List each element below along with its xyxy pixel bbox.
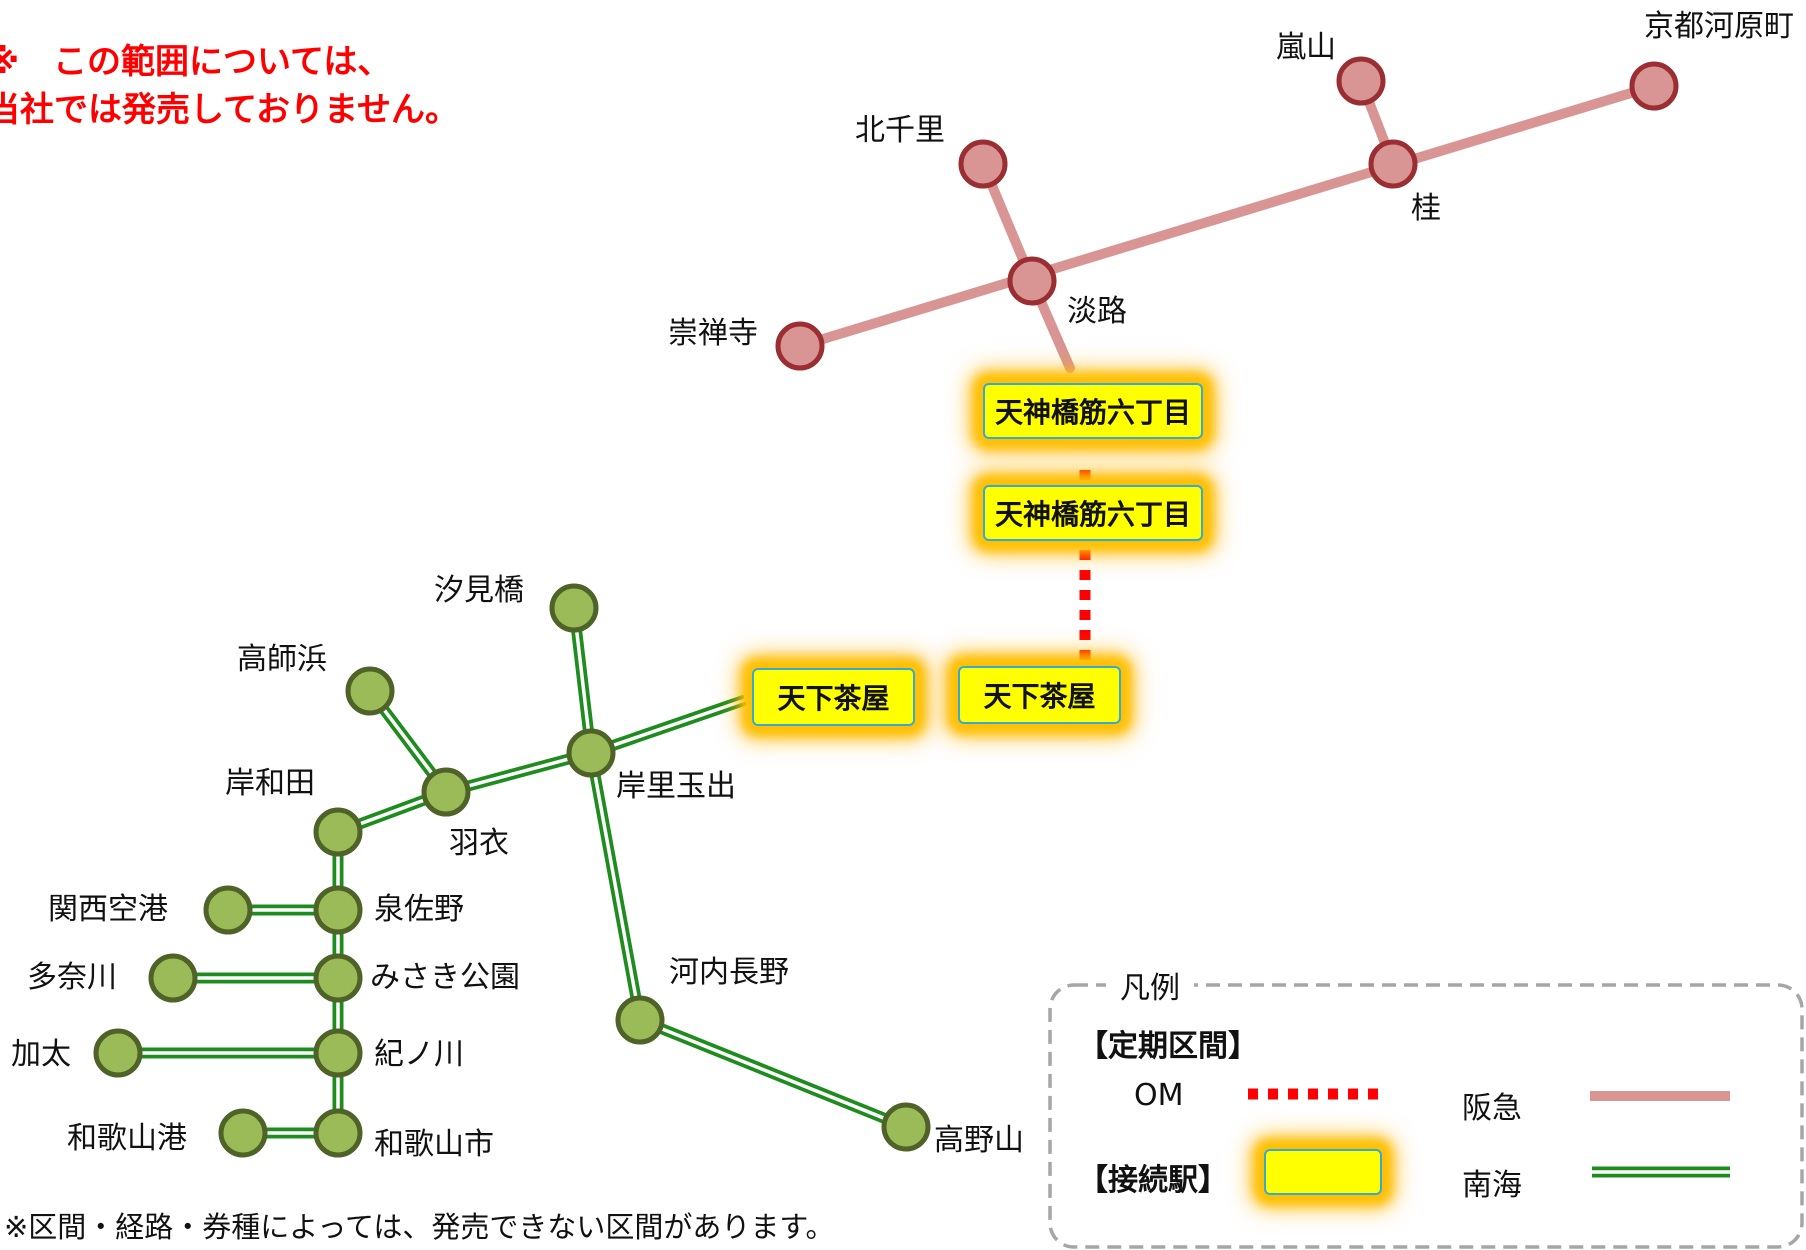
notice-line-2: 当社では発売しておりません。 <box>0 90 459 130</box>
station-label-kada: 加太 <box>11 1037 71 1072</box>
legend-title: 凡例 <box>1106 963 1194 1007</box>
station-label-soujiji: 崇禅寺 <box>668 316 758 351</box>
not-sold-notice: ※ この範囲については、 当社では発売しておりません。 <box>0 38 459 134</box>
station-label-kyoto-kawaramachi: 京都河原町 <box>1644 9 1794 44</box>
station-marker-soujiji <box>775 321 825 371</box>
station-marker-wakayamashi <box>313 1108 363 1158</box>
station-label-kita-senri: 北千里 <box>855 113 945 148</box>
notice-line-1: ※ この範囲については、 <box>0 42 392 82</box>
legend-connection-sample <box>1264 1149 1382 1195</box>
station-label-hagoromo: 羽衣 <box>449 826 509 861</box>
station-label-takashinohama: 高師浜 <box>237 642 327 677</box>
legend-om-label: OM <box>1134 1078 1184 1113</box>
station-marker-tannowa <box>148 953 198 1003</box>
station-marker-kinokawa <box>313 1028 363 1078</box>
station-label-wakayamako: 和歌山港 <box>67 1121 187 1156</box>
station-label-kansai-airport: 関西空港 <box>48 892 168 927</box>
station-marker-arashiyama <box>1336 56 1386 106</box>
connection-station-tenjinbashisuji-6chome-hankyu: 天神橋筋六丁目 <box>983 383 1203 439</box>
station-marker-kita-senri <box>958 139 1008 189</box>
station-label-shiomibashi: 汐見橋 <box>434 573 524 608</box>
legend-section-teiki: 【定期区間】 <box>1078 1029 1258 1064</box>
station-marker-misaki-koen <box>313 953 363 1003</box>
station-marker-katsura <box>1368 139 1418 189</box>
station-marker-kishiwada <box>313 807 363 857</box>
hankyu-kyoto-line <box>795 81 1659 351</box>
station-label-kawachinagano: 河内長野 <box>669 955 789 990</box>
station-marker-awaji <box>1007 256 1057 306</box>
station-marker-izumisano <box>313 885 363 935</box>
station-marker-kawachinagano <box>615 995 665 1045</box>
connection-station-tengachaya-nankai: 天下茶屋 <box>752 668 915 726</box>
station-label-tannowa: 多奈川 <box>27 960 117 995</box>
station-marker-shiomibashi <box>549 583 599 633</box>
station-label-koyasan: 高野山 <box>934 1123 1024 1158</box>
station-marker-kishinosato-tamade <box>566 728 616 778</box>
station-marker-koyasan <box>881 1102 931 1152</box>
station-label-katsura: 桂 <box>1411 191 1441 226</box>
station-label-wakayamashi: 和歌山市 <box>374 1127 494 1162</box>
station-label-kinokawa: 紀ノ川 <box>374 1037 464 1072</box>
connection-station-tenjinbashisuji-6chome-om: 天神橋筋六丁目 <box>983 485 1203 541</box>
station-label-misaki-koen: みさき公園 <box>370 960 520 995</box>
station-marker-kada <box>93 1028 143 1078</box>
legend-frame <box>1048 983 1804 1249</box>
legend-hankyu-label: 阪急 <box>1462 1091 1522 1126</box>
station-label-awaji: 淡路 <box>1067 294 1127 329</box>
legend-section-connection: 【接続駅】 <box>1078 1163 1228 1198</box>
station-label-izumisano: 泉佐野 <box>374 892 464 927</box>
station-marker-kansai-airport <box>203 885 253 935</box>
station-marker-kyoto-kawaramachi <box>1629 61 1679 111</box>
station-marker-takashinohama <box>345 666 395 716</box>
station-marker-hagoromo <box>421 767 471 817</box>
legend-nankai-label: 南海 <box>1462 1168 1522 1203</box>
station-marker-wakayamako <box>218 1108 268 1158</box>
footnote: ※区間・経路・券種によっては、発売できない区間があります。 <box>4 1210 835 1244</box>
station-label-arashiyama: 嵐山 <box>1276 30 1336 65</box>
station-label-kishiwada: 岸和田 <box>225 766 315 801</box>
connection-station-tengachaya-om: 天下茶屋 <box>958 666 1121 724</box>
station-label-kishinosato-tamade: 岸里玉出 <box>616 769 736 804</box>
